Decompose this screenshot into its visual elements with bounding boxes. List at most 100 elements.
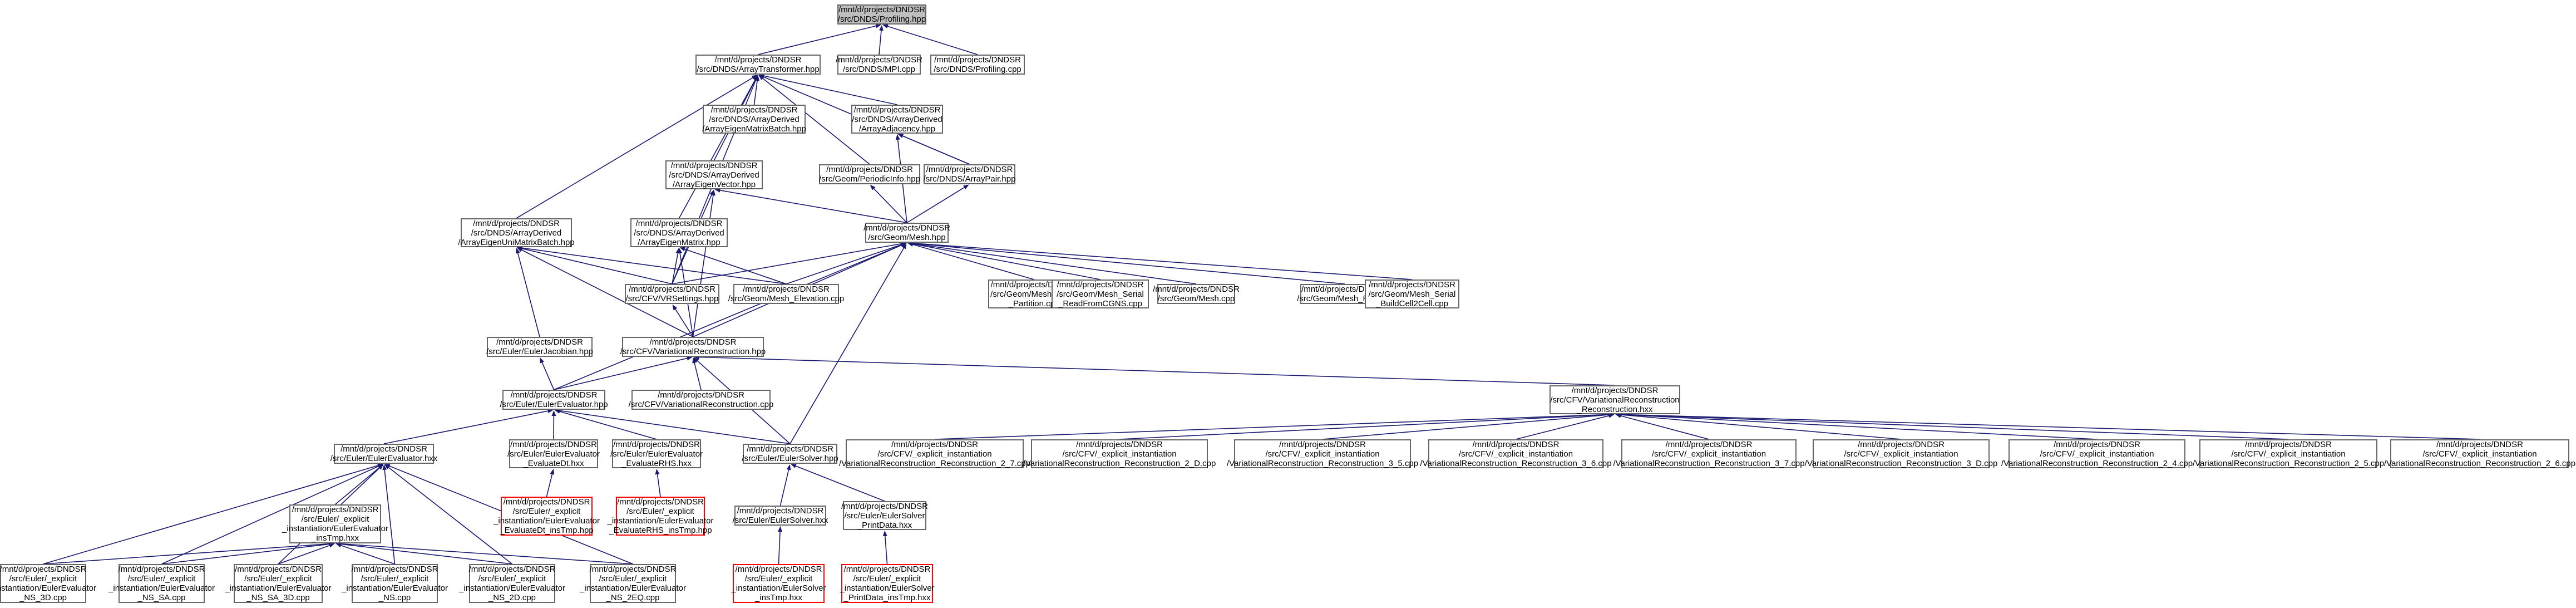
node-label: /mnt/d/projects/DNDSR /src/DNDS/ArrayDer… [458,218,575,247]
node-ns-sa[interactable]: /mnt/d/projects/DNDSR /src/Euler/_explic… [108,564,215,603]
node-evaluaterhs-instmp[interactable]: /mnt/d/projects/DNDSR /src/Euler/_explic… [608,497,713,536]
edge-solver_hxx-to-solver_hpp [779,464,791,506]
node-arraytransformer[interactable]: /mnt/d/projects/DNDSR /src/DNDS/ArrayTra… [695,55,821,75]
node-label: /mnt/d/projects/DNDSR /src/DNDS/ArrayTra… [697,55,820,74]
node-label: /mnt/d/projects/DNDSR /src/Euler/_explic… [225,565,332,602]
edge-mesh_serial_buildcell2cell-to-mesh_hpp [907,241,1413,280]
node-solver-printdata-instmp[interactable]: /mnt/d/projects/DNDSR /src/Euler/_explic… [840,564,935,603]
node-label: /mnt/d/projects/DNDSR /src/CFV/VRSetting… [625,285,719,303]
node-label: /mnt/d/projects/DNDSR /src/Euler/_explic… [342,565,448,602]
node-label: /mnt/d/projects/DNDSR /src/Euler/_explic… [840,565,935,602]
node-profiling-hpp[interactable]: /mnt/d/projects/DNDSR /src/DNDS/Profilin… [837,4,926,24]
node-label: /mnt/d/projects/DNDSR /src/CFV/Variation… [620,337,766,356]
edge-mesh_elevation-to-eigenmatrix [679,247,787,285]
node-vrsettings[interactable]: /mnt/d/projects/DNDSR /src/CFV/VRSetting… [625,284,719,304]
node-profiling-cpp[interactable]: /mnt/d/projects/DNDSR /src/DNDS/Profilin… [930,55,1025,75]
node-eigenunitmatrixbatch[interactable]: /mnt/d/projects/DNDSR /src/DNDS/ArrayDer… [458,218,575,247]
node-ns[interactable]: /mnt/d/projects/DNDSR /src/Euler/_explic… [342,564,448,603]
node-recon-3-d[interactable]: /mnt/d/projects/DNDSR /src/CFV/_explicit… [1805,439,1997,468]
node-vr-recon-hxx[interactable]: /mnt/d/projects/DNDSR /src/CFV/Variation… [1549,385,1680,414]
node-label: /mnt/d/projects/DNDSR /src/DNDS/ArrayDer… [702,105,806,134]
edge-evaluator_instmp-to-evaluator_hxx [334,464,384,505]
edge-ns_3d-to-evaluator_instmp [43,541,335,565]
node-label: /mnt/d/projects/DNDSR /src/Geom/Mesh.cpp [1153,285,1240,303]
node-eigenmatrixbatch[interactable]: /mnt/d/projects/DNDSR /src/DNDS/ArrayDer… [702,105,806,134]
edge-eigenmatrix-to-arraytransformer [678,75,758,219]
node-recon-3-6[interactable]: /mnt/d/projects/DNDSR /src/CFV/_explicit… [1420,439,1612,468]
node-label: /mnt/d/projects/DNDSR /src/Euler/EulerSo… [732,506,828,525]
node-adjacency[interactable]: /mnt/d/projects/DNDSR /src/DNDS/ArrayDer… [851,105,943,134]
node-label: /mnt/d/projects/DNDSR /src/CFV/_explicit… [1804,439,1998,468]
edge-solver_hpp-to-mesh_hpp [789,243,907,444]
node-label: /mnt/d/projects/DNDSR /src/DNDS/Profilin… [837,5,926,24]
edge-recon_2_d-to-vr_recon_hxx [1119,412,1615,440]
node-eigenvector[interactable]: /mnt/d/projects/DNDSR /src/DNDS/ArrayDer… [665,160,763,189]
node-eulerjacobian[interactable]: /mnt/d/projects/DNDSR /src/Euler/EulerJa… [486,337,593,357]
node-label: /mnt/d/projects/DNDSR /src/Euler/EulerEv… [330,444,438,463]
edge-evaluator_hpp-to-mesh_hpp [554,243,907,390]
node-solver-instmp[interactable]: /mnt/d/projects/DNDSR /src/Euler/_explic… [731,564,826,603]
node-label: /mnt/d/projects/DNDSR /src/DNDS/ArrayDer… [634,218,724,247]
node-recon-2-d[interactable]: /mnt/d/projects/DNDSR /src/CFV/_explicit… [1023,439,1216,468]
edge-recon_3_7-to-vr_recon_hxx [1615,413,1709,440]
edge-evaluatedt_instmp-to-evaluatedt_hxx [546,468,555,497]
edge-solver_printdata-to-solver_hpp [790,464,885,502]
edge-eulerjacobian-to-eigenunitmatrixbatch [515,247,540,337]
edge-mesh_hpp-to-eigenvector [714,188,907,223]
edge-solver_printdata_instmp-to-solver_printdata [882,530,888,565]
node-solver-hxx[interactable]: /mnt/d/projects/DNDSR /src/Euler/EulerSo… [732,506,828,526]
node-recon-3-7[interactable]: /mnt/d/projects/DNDSR /src/CFV/_explicit… [1613,439,1805,468]
node-solver-hpp[interactable]: /mnt/d/projects/DNDSR /src/Euler/EulerSo… [742,444,838,464]
edge-ns_sa-to-evaluator_hxx [161,464,384,565]
node-ns-2eq[interactable]: /mnt/d/projects/DNDSR /src/Euler/_explic… [580,564,686,603]
node-label: /mnt/d/projects/DNDSR /src/Geom/Mesh_Ser… [1057,280,1144,308]
node-label: /mnt/d/projects/DNDSR /src/CFV/_explicit… [1613,439,1805,468]
node-evaluatedt-instmp[interactable]: /mnt/d/projects/DNDSR /src/Euler/_explic… [494,497,600,536]
node-mesh-serial-readcgns[interactable]: /mnt/d/projects/DNDSR /src/Geom/Mesh_Ser… [1052,280,1149,308]
node-vr-cpp[interactable]: /mnt/d/projects/DNDSR /src/CFV/Variation… [628,390,774,410]
node-mesh-cpp[interactable]: /mnt/d/projects/DNDSR /src/Geom/Mesh.cpp [1153,284,1240,304]
node-label: /mnt/d/projects/DNDSR /src/Geom/Mesh.hpp [863,223,950,242]
node-label: /mnt/d/projects/DNDSR /src/Euler/EulerEv… [507,439,600,468]
edge-vrsettings-to-mesh_hpp [672,241,907,285]
node-vr-hpp[interactable]: /mnt/d/projects/DNDSR /src/CFV/Variation… [620,337,766,357]
edge-recon_2_7-to-vr_recon_hxx [934,412,1615,440]
edge-ns_sa_3d-to-evaluator_instmp [278,543,335,565]
edge-recon_3_5-to-vr_recon_hxx [1322,412,1615,440]
node-evaluaterhs-hxx[interactable]: /mnt/d/projects/DNDSR /src/Euler/EulerEv… [610,439,703,468]
edge-mesh_serial_partition-to-mesh_hpp [907,242,1034,280]
node-mpi-cpp[interactable]: /mnt/d/projects/DNDSR /src/DNDS/MPI.cpp [836,55,922,75]
edge-ns_3d-to-evaluator_hxx [43,463,384,565]
node-label: /mnt/d/projects/DNDSR /src/Euler/_explic… [607,497,714,535]
node-label: /mnt/d/projects/DNDSR /src/DNDS/ArrayDer… [852,105,942,134]
node-ns-2d[interactable]: /mnt/d/projects/DNDSR /src/Euler/_explic… [459,564,565,603]
edge-ns_2d-to-evaluator_hxx [384,464,512,565]
node-solver-printdata[interactable]: /mnt/d/projects/DNDSR /src/Euler/EulerSo… [841,501,928,530]
node-mesh-serial-buildcell2cell[interactable]: /mnt/d/projects/DNDSR /src/Geom/Mesh_Ser… [1365,280,1459,308]
node-label: /mnt/d/projects/DNDSR /src/DNDS/MPI.cpp [836,55,922,74]
node-eigenmatrix[interactable]: /mnt/d/projects/DNDSR /src/DNDS/ArrayDer… [630,218,728,247]
edge-recon_3_6-to-vr_recon_hxx [1516,413,1615,440]
edge-eigenmatrixbatch-to-arraytransformer [753,75,760,105]
node-recon-3-5[interactable]: /mnt/d/projects/DNDSR /src/CFV/_explicit… [1227,439,1418,468]
node-periodicinfo[interactable]: /mnt/d/projects/DNDSR /src/Geom/Periodic… [819,164,920,184]
node-evaluator-hxx[interactable]: /mnt/d/projects/DNDSR /src/Euler/EulerEv… [330,444,437,464]
node-arraypair[interactable]: /mnt/d/projects/DNDSR /src/DNDS/ArrayPai… [924,164,1015,184]
node-ns-3d[interactable]: /mnt/d/projects/DNDSR /src/Euler/_explic… [0,564,96,603]
edge-solver_hpp-to-evaluator_hpp [554,408,791,444]
node-recon-2-4[interactable]: /mnt/d/projects/DNDSR /src/CFV/_explicit… [2001,439,2193,468]
node-recon-2-6[interactable]: /mnt/d/projects/DNDSR /src/CFV/_explicit… [2384,439,2575,468]
node-ns-sa-3d[interactable]: /mnt/d/projects/DNDSR /src/Euler/_explic… [225,564,331,603]
node-recon-2-5[interactable]: /mnt/d/projects/DNDSR /src/CFV/_explicit… [2193,439,2384,468]
edge-vrsettings-to-eigenmatrix [672,247,680,285]
node-label: /mnt/d/projects/DNDSR /src/CFV/_explicit… [1226,439,1419,468]
node-label: /mnt/d/projects/DNDSR /src/CFV/Variation… [628,390,774,409]
node-label: /mnt/d/projects/DNDSR /src/Euler/_explic… [282,505,388,543]
node-mesh-hpp[interactable]: /mnt/d/projects/DNDSR /src/Geom/Mesh.hpp [863,223,950,243]
node-evaluatedt-hxx[interactable]: /mnt/d/projects/DNDSR /src/Euler/EulerEv… [507,439,600,468]
node-evaluator-hpp[interactable]: /mnt/d/projects/DNDSR /src/Euler/EulerEv… [500,390,608,410]
node-recon-2-7[interactable]: /mnt/d/projects/DNDSR /src/CFV/_explicit… [839,439,1030,468]
node-evaluator-instmp[interactable]: /mnt/d/projects/DNDSR /src/Euler/_explic… [282,504,388,543]
node-label: /mnt/d/projects/DNDSR /src/Euler/EulerSo… [841,501,928,530]
node-mesh-elevation[interactable]: /mnt/d/projects/DNDSR /src/Geom/Mesh_Ele… [728,284,844,304]
